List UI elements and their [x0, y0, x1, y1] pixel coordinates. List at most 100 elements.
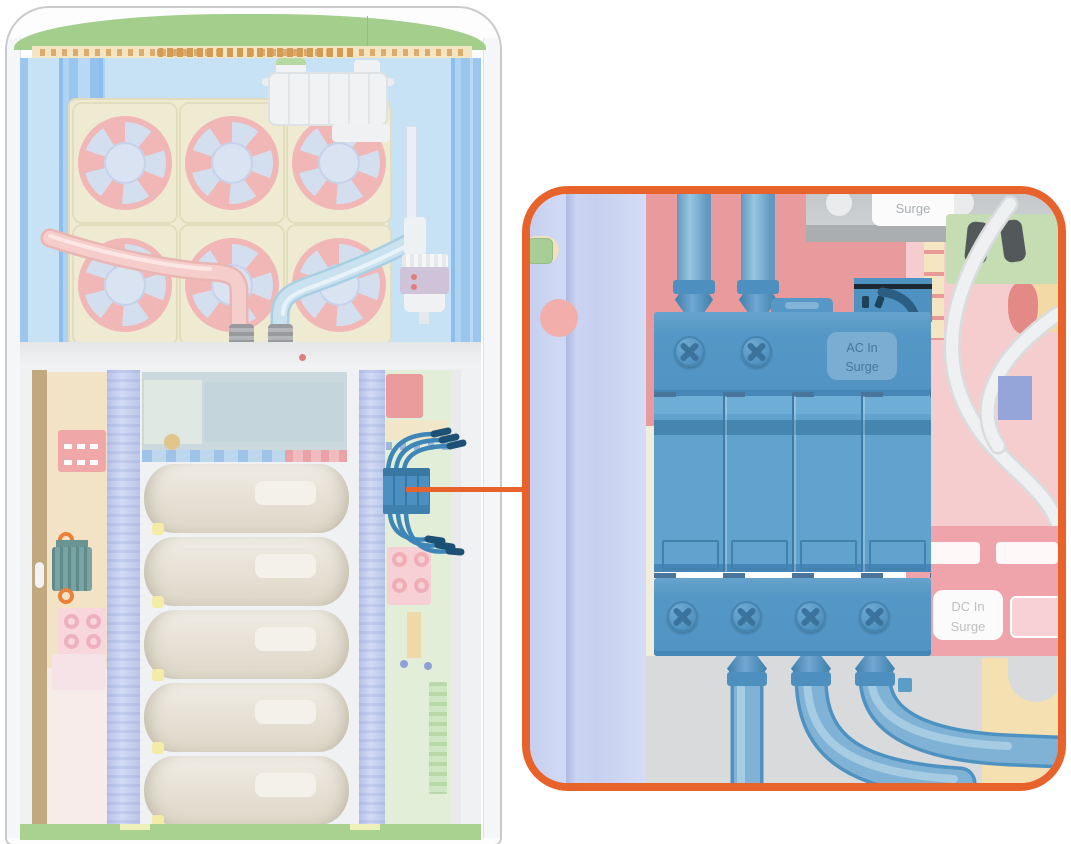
cooling-right-rail: [451, 58, 475, 348]
terminal-block-lower: [52, 654, 106, 690]
mount-tab: [898, 678, 912, 692]
cable-collar: [727, 672, 767, 686]
expansion-tank: [268, 72, 388, 126]
dc-link-capacitor: [144, 537, 349, 608]
ac-in-line1: AC In: [846, 341, 878, 355]
ac-in-line2: Surge: [845, 359, 879, 374]
pole-window: [800, 540, 857, 570]
pole-window: [662, 540, 719, 570]
breaker-screw: [731, 601, 762, 632]
ac-input-cable: [741, 194, 775, 283]
coolant-pipes: [40, 228, 422, 348]
cabinet-top-cover: [14, 14, 486, 50]
pink-grommet: [540, 299, 578, 337]
dc-in-line2: Surge: [950, 618, 986, 634]
callout-content: Surge DC In Surge: [530, 194, 1058, 783]
ac-input-cable: [677, 194, 711, 283]
cable-duct: [407, 612, 421, 658]
right-inner-wall: [451, 370, 461, 828]
terminal-ring: [86, 614, 101, 629]
purple-module: [998, 376, 1032, 420]
dc-panel-slot: [996, 542, 1058, 564]
inverter-cover-left: [144, 380, 202, 444]
busbar-edge: [566, 194, 576, 783]
cable-collar: [855, 672, 895, 686]
ac-in-surge-label: AC In Surge: [827, 332, 897, 380]
terminal-ring: [64, 614, 79, 629]
aux-module-glyph: [862, 296, 869, 308]
surge-breaker-wires: [385, 427, 467, 556]
terminal-ring: [86, 634, 101, 649]
dc-link-capacitor: [144, 464, 349, 535]
pole-window: [731, 540, 788, 570]
terminal-ring: [392, 578, 407, 593]
dc-in-surge-label: DC In Surge: [933, 590, 1003, 640]
standoff: [424, 662, 432, 670]
cable-gland: [727, 656, 767, 674]
terminal-ring: [64, 634, 79, 649]
cabinet-right-wall: [483, 38, 500, 838]
terminal-ring: [392, 552, 407, 567]
cooling-fan: [78, 116, 172, 210]
standoff: [400, 660, 408, 668]
breaker-screw: [674, 336, 705, 367]
pole-seam-tabs: [654, 573, 931, 578]
section-divider: [20, 342, 481, 370]
dc-link-capacitor: [144, 756, 349, 827]
left-bracket-strip: [32, 370, 47, 828]
breaker-screw: [795, 601, 826, 632]
base-pad: [120, 824, 150, 830]
base-pad: [350, 824, 380, 830]
pole-seam-tabs: [654, 392, 931, 397]
terminal-block: [58, 608, 106, 654]
surge-breaker-callout: Surge DC In Surge: [522, 186, 1066, 791]
surge-device-label: Surge: [872, 194, 954, 226]
dc-breaker-module: [58, 430, 106, 472]
bracket-slot: [35, 562, 44, 588]
control-board: [429, 682, 447, 794]
dc-panel-window: [1010, 596, 1058, 638]
pole-divider: [792, 396, 794, 572]
expansion-tank-cap-ring: [276, 58, 306, 65]
surge-device-port: [826, 194, 852, 216]
expansion-tank-base: [332, 124, 390, 142]
filter-body: [400, 267, 449, 294]
callout-connector-line: [406, 487, 528, 492]
terminal-row-dots: [386, 442, 448, 450]
cable-gland: [791, 656, 831, 674]
inverter-cover-right: [204, 382, 344, 442]
cable-gland: [739, 294, 777, 313]
cabinet-left-wall: [7, 38, 21, 838]
cable-collar: [673, 280, 715, 294]
grommet: [164, 434, 180, 450]
busbar-left: [107, 370, 140, 828]
filter-neck: [404, 217, 426, 255]
heatsink-fin-dots-center: [157, 48, 357, 57]
dc-in-line1: DC In: [951, 599, 985, 614]
breaker-screw: [741, 336, 772, 367]
breaker-mount-slot: [785, 302, 819, 309]
dc-link-capacitor: [144, 610, 349, 681]
pole-divider: [861, 396, 863, 572]
breaker-screw: [859, 601, 890, 632]
fan-cell: [72, 102, 178, 224]
cable-collar: [791, 672, 831, 686]
left-io-panel-lower: [47, 668, 107, 828]
current-transformer: [52, 547, 92, 591]
dc-panel-slot: [928, 542, 980, 564]
expansion-tank-vent: [354, 60, 380, 74]
busbar-right: [359, 370, 385, 828]
filter-dot: [411, 284, 417, 290]
surge-device-label-text: Surge: [895, 201, 931, 216]
filter-lower: [404, 294, 445, 312]
cable-gland: [675, 294, 713, 313]
pole-window: [869, 540, 926, 570]
relay-module: [386, 374, 423, 418]
cable-gland: [855, 656, 895, 674]
cabinet-base: [20, 824, 481, 840]
filter-outlet: [419, 312, 429, 324]
transformer-mount-ring: [58, 588, 74, 604]
busbar-column: [530, 194, 646, 783]
cable-collar: [737, 280, 779, 294]
